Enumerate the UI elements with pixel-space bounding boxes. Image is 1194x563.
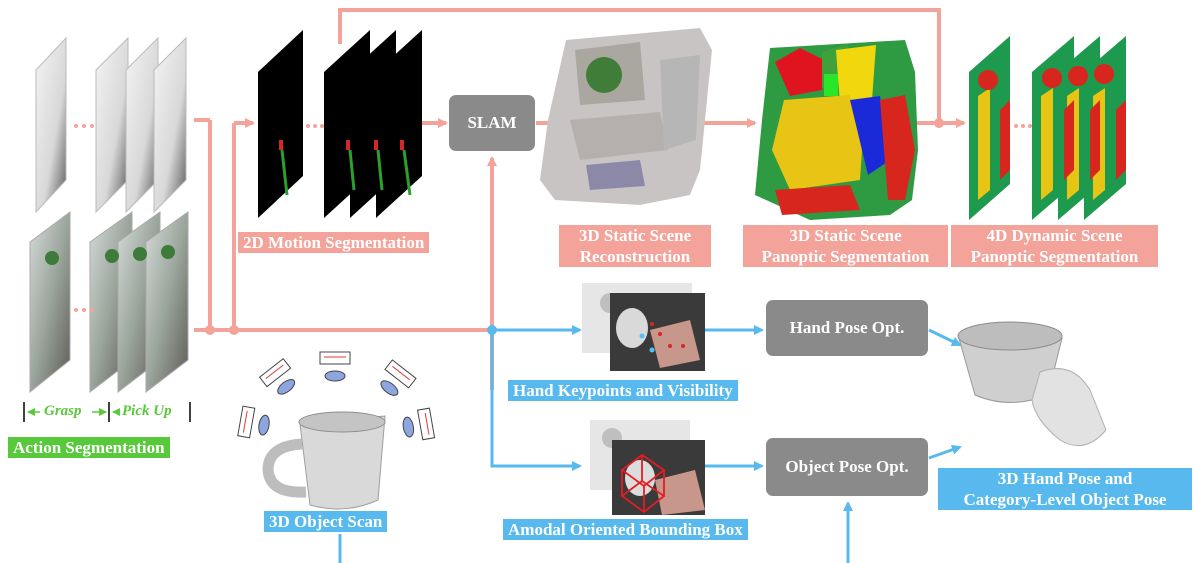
object-scan-label: 3D Object Scan [264,511,388,532]
hand-object-output [957,321,1107,447]
dynamic-panoptic-label: 4D Dynamic Scene Panoptic Segmentation [951,225,1158,267]
pink-junction-dots [205,118,944,335]
blue-junction-dot [487,325,497,335]
motion-masks [258,30,422,218]
static-reconstruction-label: 3D Static Scene Reconstruction [559,225,711,267]
object-pose-opt-label: Object Pose Opt. [785,457,909,476]
depth-frames [35,36,187,214]
camera-icons [237,351,436,441]
final-output-label: 3D Hand Pose and Category-Level Object P… [938,468,1192,510]
slam-label: SLAM [467,113,517,132]
object-scan [237,351,436,510]
slam-box: SLAM [449,95,535,151]
pick-up-stage-label: Pick Up [122,403,172,419]
amodal-box-label: Amodal Oriented Bounding Box [503,519,748,540]
hand-pose-opt-label: Hand Pose Opt. [789,318,905,337]
action-timeline [23,402,191,422]
hand-keypoints-label: Hand Keypoints and Visibility [508,380,738,401]
static-panoptic-label: 3D Static Scene Panoptic Segmentation [743,225,948,267]
hand-pose-opt-box: Hand Pose Opt. [766,300,928,356]
amodal-box-image [590,420,705,515]
motion-segmentation-label: 2D Motion Segmentation [238,232,430,253]
static-reconstruction [540,28,712,205]
action-segmentation-label: Action Segmentation [8,437,170,458]
grasp-stage-label: Grasp [44,403,82,419]
object-pose-opt-box: Object Pose Opt. [766,438,928,496]
hand-keypoints-image [582,283,705,371]
dynamic-panoptic [969,36,1126,220]
blue-flow-lines [338,325,962,563]
rgb-frames [29,211,189,394]
static-panoptic [755,40,918,220]
